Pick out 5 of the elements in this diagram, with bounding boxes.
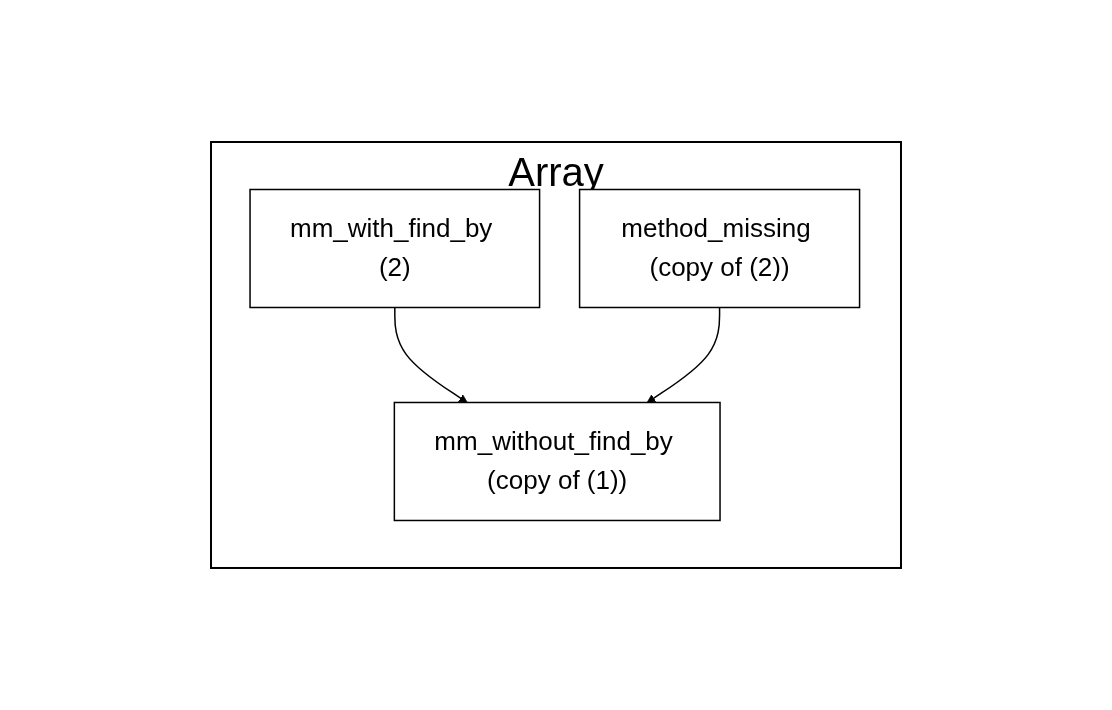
node-box: mm_without_find_by (copy of (1)) — [393, 401, 721, 522]
node-box: mm_with_find_by (2) — [249, 188, 541, 309]
arrow — [394, 306, 468, 403]
node-box: method_missing (copy of (2)) — [578, 188, 861, 309]
arrow — [646, 306, 721, 403]
